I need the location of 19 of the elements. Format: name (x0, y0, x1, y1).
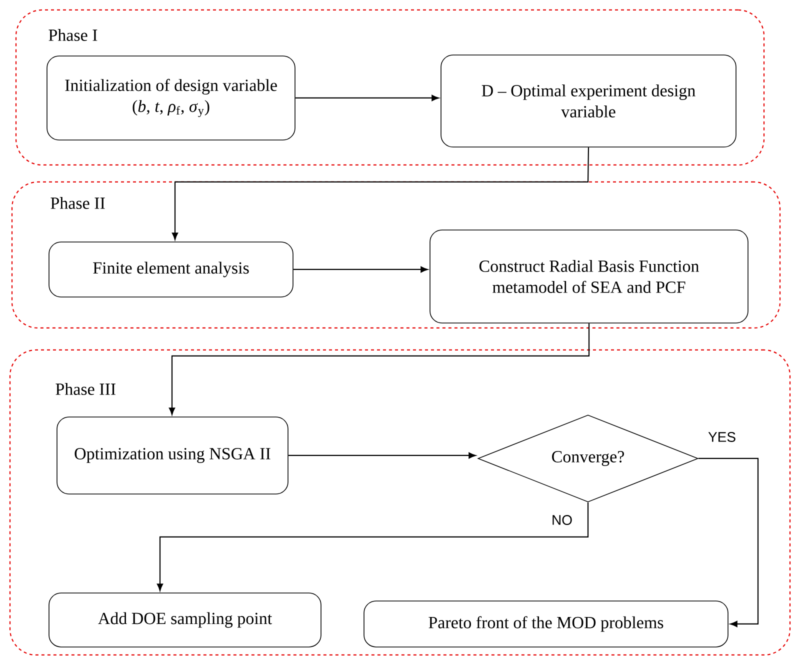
arrow (295, 94, 439, 102)
phase-label: Phase II (50, 197, 105, 209)
process-box: Pareto front of the MOD problems (364, 600, 728, 648)
phase-label: Phase III (56, 383, 116, 395)
edge-label: NO (550, 514, 574, 526)
arrow (293, 266, 428, 273)
process-box: Finite element analysis (48, 242, 294, 298)
arrow (172, 147, 590, 240)
process-box: Initialization of design variable (b, t, ρ$_{f}$, σ$_{y}$) (46, 56, 296, 140)
process-box: Construct Radial Basis Function metamodel of SEA and PCF (430, 230, 748, 324)
arrow (698, 458, 759, 628)
arrow (168, 323, 590, 415)
process-box: Optimization using NSGA II (56, 416, 288, 494)
process-box: D – Optimal experiment design variable (440, 54, 736, 148)
edge-label: YES (707, 431, 737, 443)
arrow (156, 502, 589, 591)
arrow (288, 452, 476, 459)
process-box: Add DOE sampling point (48, 592, 322, 648)
phase-label: Phase I (48, 29, 98, 41)
